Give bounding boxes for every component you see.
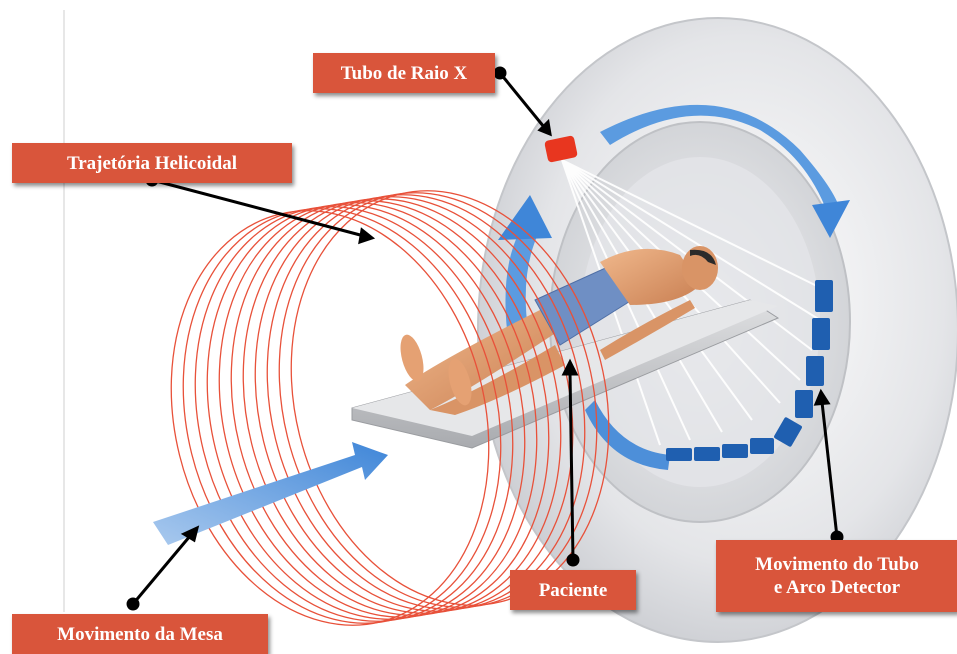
table-movement-arrow xyxy=(153,442,388,545)
helical-trajectory-label: Trajetória Helicoidal xyxy=(12,143,292,183)
table-movement-label: Movimento da Mesa xyxy=(12,614,268,654)
tube-detector-movement-line2: e Arco Detector xyxy=(774,576,900,599)
tube-detector-movement-line1: Movimento do Tubo xyxy=(755,553,919,576)
x-ray-tube-label: Tubo de Raio X xyxy=(313,53,495,93)
tube-detector-movement-label: Movimento do Tubo e Arco Detector xyxy=(716,540,957,612)
patient-label: Paciente xyxy=(510,570,636,610)
